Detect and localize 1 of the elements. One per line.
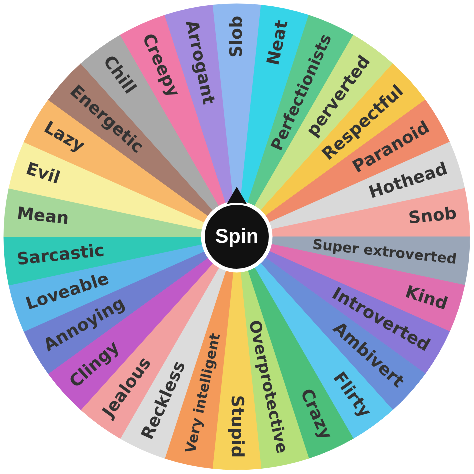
wheel-segment: Mean bbox=[4, 188, 202, 238]
